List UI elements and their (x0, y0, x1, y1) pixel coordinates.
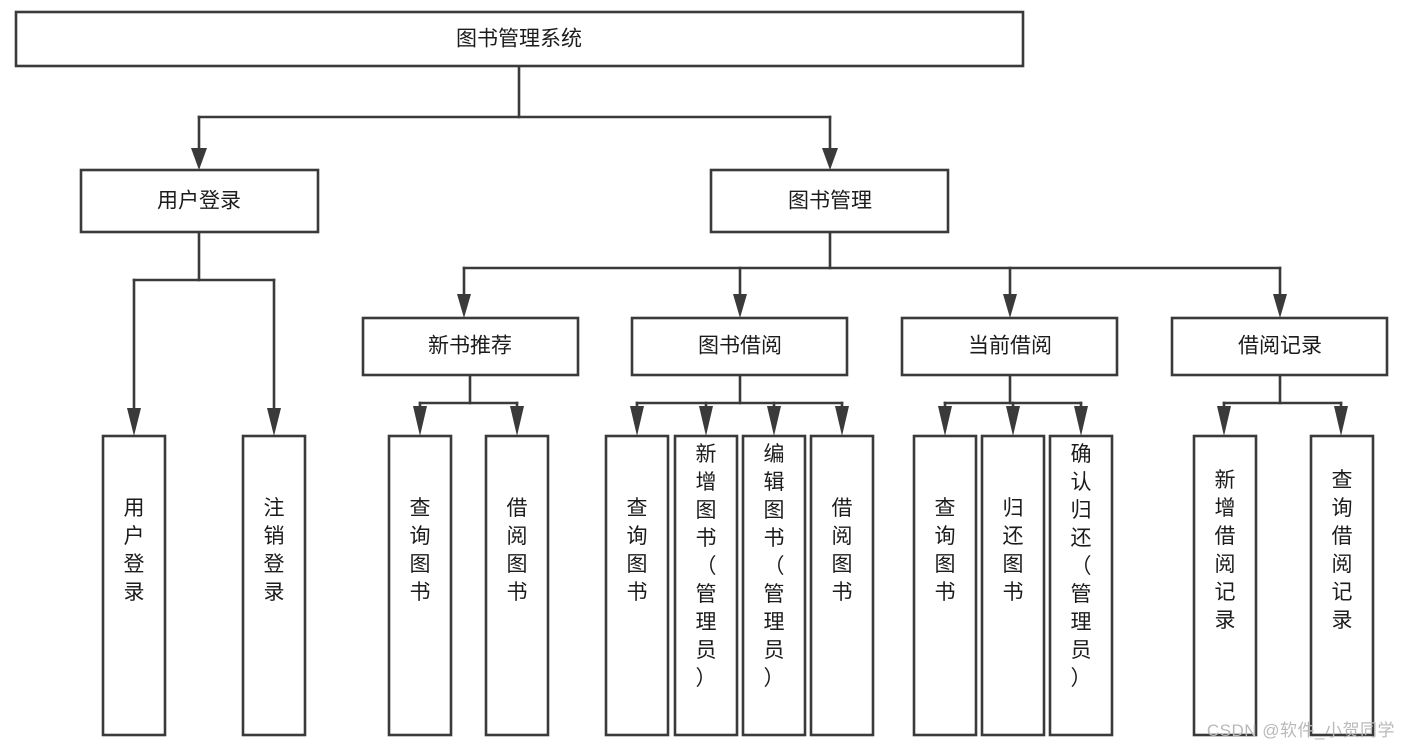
node-new-book-rec-box[interactable] (361, 316, 580, 377)
leaf-query-book-1[interactable]: 查询图书 (387, 434, 453, 737)
leaf-edit-book[interactable]: 编辑图书（管理员） (741, 434, 807, 737)
leaf-borrow-book-1[interactable]: 借阅图书 (484, 434, 550, 737)
leaf-edit-book-box[interactable] (741, 434, 807, 737)
connector-group (127, 64, 1348, 436)
leaf-add-record-box[interactable] (1192, 434, 1258, 737)
node-book-borrow-label: 图书借阅 (698, 335, 782, 358)
arrowhead-leaf-query-record (1334, 406, 1348, 436)
leaf-confirm-return-box[interactable] (1048, 434, 1114, 737)
arrowhead-leaf-query-book-1 (413, 406, 427, 436)
node-book-borrow[interactable]: 图书借阅 (630, 316, 849, 377)
leaf-logout-login[interactable]: 注销登录 (241, 434, 307, 737)
leaf-return-book-label: 归还图书 (1003, 497, 1024, 604)
leaf-borrow-book-1-label: 借阅图书 (507, 497, 528, 604)
arrowhead-leaf-borrow-book-2 (835, 406, 849, 436)
node-book-mgmt-label: 图书管理 (788, 190, 872, 213)
leaf-borrow-book-2[interactable]: 借阅图书 (809, 434, 875, 737)
leaf-query-book-1-box[interactable] (387, 434, 453, 737)
node-new-book-rec[interactable]: 新书推荐 (361, 316, 580, 377)
leaf-query-book-2[interactable]: 查询图书 (604, 434, 670, 737)
node-current-borrow-box[interactable] (900, 316, 1119, 377)
arrowhead-leaf-add-book (699, 406, 713, 436)
leaf-confirm-return[interactable]: 确认归还（管理员） (1048, 434, 1114, 737)
node-new-book-rec-label: 新书推荐 (428, 335, 512, 358)
leaf-query-record-box[interactable] (1309, 434, 1375, 737)
leaf-add-book-label: 新增图书（管理员） (696, 443, 717, 690)
arrowhead-new-book-rec (457, 294, 471, 318)
node-root-box[interactable] (14, 10, 1025, 68)
leaf-query-book-3-box[interactable] (912, 434, 978, 737)
leaf-logout-login-box[interactable] (241, 434, 307, 737)
arrowhead-leaf-add-record (1217, 406, 1231, 436)
csdn-watermark: CSDN @软件_小贺同学 (1206, 721, 1395, 740)
leaf-user-login-box[interactable] (101, 434, 167, 737)
arrowhead-leaf-logout-login (267, 408, 281, 436)
leaf-borrow-book-1-box[interactable] (484, 434, 550, 737)
node-current-borrow[interactable]: 当前借阅 (900, 316, 1119, 377)
node-root[interactable]: 图书管理系统 (14, 10, 1025, 68)
leaf-add-record[interactable]: 新增借阅记录 (1192, 434, 1258, 737)
leaf-query-book-1-label: 查询图书 (410, 497, 431, 604)
leaf-return-book-box[interactable] (980, 434, 1046, 737)
node-borrow-record[interactable]: 借阅记录 (1170, 316, 1389, 377)
leaf-return-book[interactable]: 归还图书 (980, 434, 1046, 737)
leaf-query-book-2-box[interactable] (604, 434, 670, 737)
arrowhead-leaf-edit-book (767, 406, 781, 436)
arrowhead-leaf-confirm-return (1074, 406, 1088, 436)
arrowhead-book-borrow (733, 294, 747, 318)
node-root-label: 图书管理系统 (456, 28, 582, 51)
leaf-borrow-book-2-box[interactable] (809, 434, 875, 737)
leaf-edit-book-label: 编辑图书（管理员） (764, 443, 785, 690)
leaf-logout-login-label: 注销登录 (264, 497, 285, 604)
leaf-confirm-return-label: 确认归还（管理员） (1071, 443, 1092, 690)
leaf-add-book[interactable]: 新增图书（管理员） (673, 434, 739, 737)
arrowhead-current-borrow (1003, 294, 1017, 318)
arrowhead-book-mgmt (822, 148, 838, 170)
leaf-query-book-2-label: 查询图书 (627, 497, 648, 604)
leaf-query-record-label: 查询借阅记录 (1332, 469, 1353, 632)
arrowhead-leaf-user-login (127, 408, 141, 436)
arrowhead-leaf-return-book (1006, 406, 1020, 436)
arrowhead-leaf-query-book-2 (630, 406, 644, 436)
node-user-login-label: 用户登录 (157, 190, 241, 213)
leaf-query-book-3[interactable]: 查询图书 (912, 434, 978, 737)
node-borrow-record-box[interactable] (1170, 316, 1389, 377)
leaf-query-record[interactable]: 查询借阅记录 (1309, 434, 1375, 737)
arrowhead-leaf-query-book-3 (938, 406, 952, 436)
node-book-mgmt-box[interactable] (709, 168, 950, 234)
node-current-borrow-label: 当前借阅 (968, 335, 1052, 358)
node-user-login-box[interactable] (79, 168, 320, 234)
node-borrow-record-label: 借阅记录 (1238, 335, 1322, 358)
leaf-user-login-label: 用户登录 (124, 497, 145, 604)
arrowhead-user-login (191, 148, 207, 170)
node-book-borrow-box[interactable] (630, 316, 849, 377)
leaf-add-record-label: 新增借阅记录 (1215, 469, 1236, 632)
arrowhead-leaf-borrow-book-1 (510, 406, 524, 436)
node-user-login[interactable]: 用户登录 (79, 168, 320, 234)
leaf-user-login[interactable]: 用户登录 (101, 434, 167, 737)
leaf-borrow-book-2-label: 借阅图书 (832, 497, 853, 604)
leaf-add-book-box[interactable] (673, 434, 739, 737)
arrowhead-borrow-record (1273, 294, 1287, 318)
node-book-mgmt[interactable]: 图书管理 (709, 168, 950, 234)
leaf-query-book-3-label: 查询图书 (935, 497, 956, 604)
